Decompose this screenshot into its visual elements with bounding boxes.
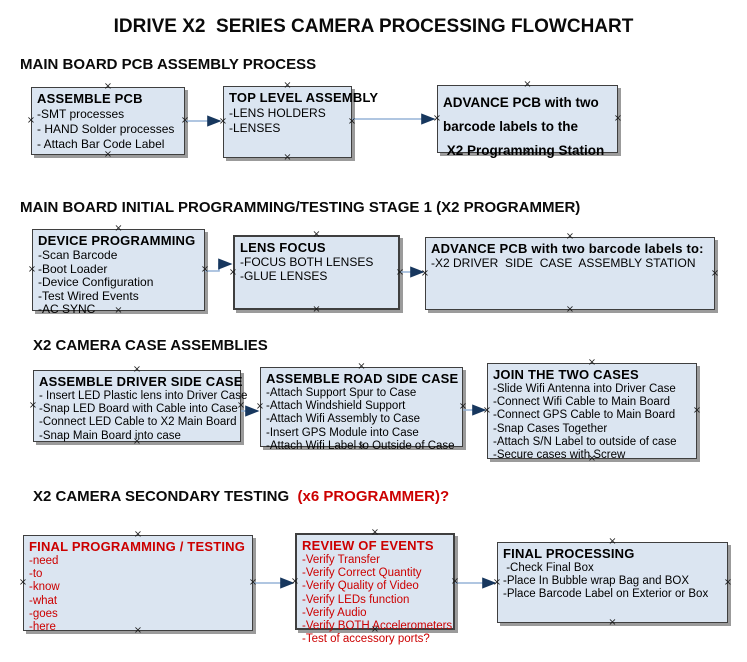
box-title: LENS FOCUS — [240, 240, 326, 255]
box-line: -SMT processes — [37, 107, 125, 121]
box-advance-pcb-driver-side: ADVANCE PCB with two barcode labels to: … — [425, 237, 715, 310]
box-line: -Attach Windshield Support — [266, 400, 406, 413]
box-line: -Verify BOTH Accelerometers — [302, 620, 453, 633]
box-title: ADVANCE PCB with two barcode labels to: — [431, 241, 704, 256]
box-line: - Attach Bar Code Label — [37, 137, 165, 151]
box-top-level-assembly: TOP LEVEL ASSEMBLY -LENS HOLDERS-LENSES — [223, 86, 379, 158]
box-line: -GLUE LENSES — [240, 268, 328, 283]
box-title: TOP LEVEL ASSEMBLY — [229, 90, 379, 105]
box-line: -Verify Quality of Video — [302, 580, 419, 593]
box-line: -Scan Barcode — [38, 248, 118, 262]
box-line: -Place In Bubble wrap Bag and BOX — [503, 575, 690, 588]
box-lines: -need-to-know-what-goes-here — [29, 555, 247, 634]
box-line: -Attach S/N Label to outside of case — [493, 435, 677, 448]
section-heading-case-assemblies: X2 CAMERA CASE ASSEMBLIES — [33, 337, 268, 354]
box-line: -to — [29, 568, 43, 581]
connector-arrow — [205, 258, 233, 272]
box-line: -Place Barcode Label on Exterior or Box — [503, 588, 709, 601]
section-heading-initial-programming: MAIN BOARD INITIAL PROGRAMMING/TESTING S… — [20, 199, 581, 216]
box-line: -Check Final Box — [503, 562, 594, 574]
page-title: IDRIVE X2 SERIES CAMERA PROCESSING FLOWC… — [113, 16, 634, 37]
box-line: -Attach Support Spur to Case — [266, 387, 417, 399]
box-line: X2 Programming Station — [443, 143, 605, 158]
box-assemble-road-side-case: ASSEMBLE ROAD SIDE CASE -Attach Support … — [260, 367, 463, 452]
box-review-of-events: REVIEW OF EVENTS -Verify Transfer-Verify… — [295, 533, 455, 645]
box-line: -know — [29, 581, 60, 594]
box-line: -Verify Audio — [302, 606, 367, 619]
box-line: -Verify LEDs function — [302, 593, 410, 606]
box-line: -Test of accessory ports? — [302, 633, 430, 646]
section-heading-secondary-testing: X2 CAMERA SECONDARY TESTING (x6 PROGRAMM… — [33, 488, 449, 505]
box-device-programming: DEVICE PROGRAMMING -Scan Barcode-Boot Lo… — [32, 229, 205, 316]
box-title: JOIN THE TWO CASES — [493, 367, 639, 382]
box-line: -Verify Transfer — [302, 554, 380, 566]
box-line: -X2 DRIVER SIDE CASE ASSEMBLY STATION — [431, 256, 696, 270]
box-line: - Insert LED Plastic lens into Driver Ca… — [39, 390, 248, 402]
box-line: -Connect LED Cable to X2 Main Board — [39, 416, 237, 429]
box-lines: -Verify Transfer-Verify Correct Quantity… — [302, 554, 453, 646]
box-lines: ADVANCE PCB with two barcode labels to th… — [443, 89, 612, 161]
box-title: ASSEMBLE DRIVER SIDE CASE — [39, 374, 243, 389]
box-assemble-pcb: ASSEMBLE PCB -SMT processes- HAND Solder… — [31, 87, 185, 155]
box-line: -Attach Wifi Label to Outside of Case — [266, 439, 455, 452]
box-title: DEVICE PROGRAMMING — [38, 233, 196, 248]
box-lines: - Insert LED Plastic lens into Driver Ca… — [39, 390, 248, 443]
box-title: FINAL PROCESSING — [503, 546, 635, 561]
box-line: - HAND Solder processes — [37, 122, 175, 136]
box-join-the-two-cases: JOIN THE TWO CASES -Slide Wifi Antenna i… — [487, 363, 697, 462]
box-line: ADVANCE PCB with two — [443, 95, 599, 110]
box-lines: -Attach Support Spur to Case-Attach Wind… — [266, 387, 457, 453]
box-line: -AC SYNC — [38, 302, 96, 317]
box-lines: -X2 DRIVER SIDE CASE ASSEMBLY STATION — [431, 256, 709, 271]
box-line: -Insert GPS Module into Case — [266, 426, 419, 439]
box-line: -Connect Wifi Cable to Main Board — [493, 396, 671, 409]
box-final-processing: FINAL PROCESSING -Check Final Box-Place … — [497, 542, 728, 623]
box-line: -Snap LED Board with Cable into Case — [39, 403, 238, 416]
box-line: -Secure cases with Screw — [493, 449, 626, 462]
box-final-programming-testing: FINAL PROGRAMMING / TESTING -need-to-kno… — [23, 535, 253, 634]
box-line: barcode labels to the — [443, 119, 579, 134]
box-line: -need — [29, 555, 59, 567]
section-heading-black-part: X2 CAMERA SECONDARY TESTING — [33, 488, 298, 505]
box-line: -Boot Loader — [38, 261, 108, 276]
box-lines: -LENS HOLDERS-LENSES — [229, 106, 346, 136]
box-lines: -Scan Barcode-Boot Loader-Device Configu… — [38, 248, 199, 317]
box-lens-focus: LENS FOCUS -FOCUS BOTH LENSES-GLUE LENSE… — [233, 235, 400, 310]
box-line: -Attach Wifi Assembly to Case — [266, 413, 421, 426]
box-line: -Slide Wifi Antenna into Driver Case — [493, 383, 676, 395]
box-line: -Device Configuration — [38, 275, 154, 290]
box-title: REVIEW OF EVENTS — [302, 538, 434, 553]
box-line: -FOCUS BOTH LENSES — [240, 255, 374, 269]
box-title: FINAL PROGRAMMING / TESTING — [29, 539, 246, 554]
box-lines: -SMT processes- HAND Solder processes- A… — [37, 107, 179, 152]
box-assemble-driver-side-case: ASSEMBLE DRIVER SIDE CASE - Insert LED P… — [33, 370, 248, 443]
box-lines: -FOCUS BOTH LENSES-GLUE LENSES — [240, 255, 393, 283]
box-advance-pcb-programming-station: ADVANCE PCB with two barcode labels to th… — [437, 85, 618, 158]
box-title: ASSEMBLE PCB — [37, 91, 143, 106]
box-line: -Test Wired Events — [38, 288, 139, 303]
box-line: -Connect GPS Cable to Main Board — [493, 409, 676, 422]
section-heading-pcb-assembly: MAIN BOARD PCB ASSEMBLY PROCESS — [20, 56, 317, 73]
box-lines: -Check Final Box-Place In Bubble wrap Ba… — [503, 562, 722, 602]
box-title: ASSEMBLE ROAD SIDE CASE — [266, 371, 459, 386]
section-heading-red-part: (x6 PROGRAMMER)? — [297, 488, 450, 505]
box-line: -Verify Correct Quantity — [302, 567, 422, 580]
box-line: -LENSES — [229, 121, 281, 135]
box-line: -Snap Cases Together — [493, 422, 608, 435]
box-lines: -Slide Wifi Antenna into Driver Case-Con… — [493, 383, 691, 462]
box-line: -here — [29, 621, 56, 634]
box-line: -Snap Main Board into case — [39, 429, 181, 442]
box-line: -what — [29, 594, 58, 607]
box-line: -goes — [29, 607, 58, 620]
box-line: -LENS HOLDERS — [229, 106, 326, 120]
